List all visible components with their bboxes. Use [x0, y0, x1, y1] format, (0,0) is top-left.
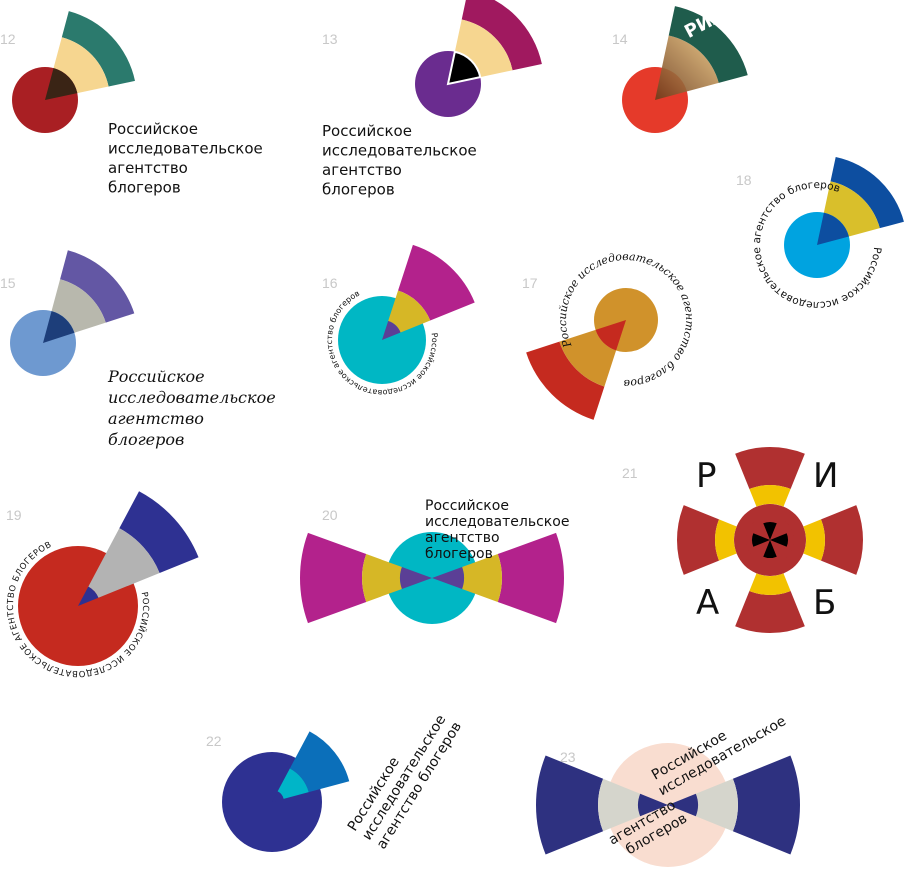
wedge-outer-band [526, 341, 605, 420]
variant-number: 19 [6, 507, 22, 523]
wedge-middle-band [598, 778, 641, 832]
org-name-line: агентство [322, 161, 402, 179]
wedge-middle-band [454, 19, 513, 78]
org-name-line: блогеров [425, 546, 493, 562]
org-name-line: блогеров [322, 181, 395, 199]
wedge-inner-band [763, 540, 777, 559]
wedge-inner-band [770, 533, 789, 547]
wedge-inner-band [817, 212, 849, 245]
variant-number: 16 [322, 275, 338, 291]
corner-letter: А [696, 583, 719, 623]
corner-letter: И [813, 456, 838, 496]
org-name-line: блогеров [108, 179, 181, 197]
wedge-inner-band [432, 567, 464, 589]
logo-variant-20: 20 Российскоеисследовательскоеагентствобл… [300, 498, 569, 624]
wedge-outer-band [668, 6, 748, 83]
wedge-inner-band [272, 791, 284, 802]
org-name-line: исследовательское [108, 388, 276, 407]
wedge-outer-band [677, 505, 720, 575]
variant-number: 21 [622, 465, 638, 481]
wedge-inner-band [638, 793, 668, 817]
wedge-outer-band [461, 0, 542, 71]
wedge-middle-band [88, 528, 160, 598]
wedge-middle-band [803, 519, 825, 561]
variant-number: 18 [736, 172, 752, 188]
wedge-gradient-band [655, 35, 719, 100]
wedge-outer-band [536, 755, 604, 855]
org-name-line: Российское [322, 122, 412, 140]
logo-variant-21: 21 Р И А Б [622, 447, 863, 633]
variant-number: 15 [0, 275, 16, 291]
org-name-line: агентство [108, 159, 188, 177]
org-name-line: агентство [108, 409, 204, 428]
wedge-inner-band [400, 567, 432, 589]
org-name-line: исследовательское [425, 514, 569, 530]
variant-number: 20 [322, 507, 338, 523]
wedge-outer-band [735, 590, 805, 633]
variant-number: 23 [560, 749, 576, 765]
wedge-outer-band [830, 156, 904, 229]
wedge-inner-band [668, 793, 698, 817]
wedge-middle-band [695, 778, 739, 832]
wedge-middle-band [749, 485, 791, 507]
wedge-outer-band [289, 731, 350, 793]
wedge-outer-band [735, 447, 805, 490]
org-name-line: исследовательское [108, 140, 263, 158]
variant-number: 12 [0, 31, 16, 47]
corner-letter: Р [696, 456, 717, 496]
wedge-middle-band [749, 573, 791, 595]
wedge-outer-band [119, 491, 199, 574]
variant-number: 17 [522, 275, 538, 291]
wedge-outer-band [497, 532, 564, 624]
wedge-middle-band [388, 290, 431, 333]
wedge-inner-band [45, 68, 78, 100]
wedge-middle-band [715, 519, 737, 561]
wedge-inner-band [382, 320, 401, 340]
wedge-inner-band [78, 586, 99, 606]
wedge-outer-band [300, 532, 367, 624]
wedge-inner-band [751, 533, 770, 547]
wedge-middle-band [823, 181, 880, 237]
wedge-outer-band [398, 244, 475, 321]
org-name-line: исследовательское [322, 142, 477, 160]
variant-number: 13 [322, 31, 338, 47]
wedge-inner-band [43, 311, 75, 343]
wedge-middle-band [462, 554, 502, 602]
org-name-line: Российское [425, 498, 509, 514]
wedge-inner-band [595, 320, 626, 351]
wedge-outer-band [61, 11, 135, 87]
wedge-inner-band [446, 50, 482, 86]
org-name-line: агентство [425, 530, 500, 546]
wedge-outer-band [60, 250, 135, 323]
variant-number: 22 [206, 733, 222, 749]
variant-number: 14 [612, 31, 628, 47]
wedge-middle-band [51, 279, 106, 333]
wedge-outer-band [820, 505, 863, 575]
org-name-line: блогеров [108, 430, 184, 449]
wedge-outer-band [732, 755, 800, 855]
wedge-middle-band [362, 554, 402, 602]
wedge-inner-band [763, 521, 777, 540]
org-name-line: Российское [108, 120, 198, 138]
wedge-middle-band [559, 329, 617, 387]
wedge-middle-band [53, 37, 109, 94]
org-name-line: Российское [107, 367, 205, 386]
corner-letter: Б [813, 583, 836, 623]
wedge-middle-band [277, 768, 309, 799]
